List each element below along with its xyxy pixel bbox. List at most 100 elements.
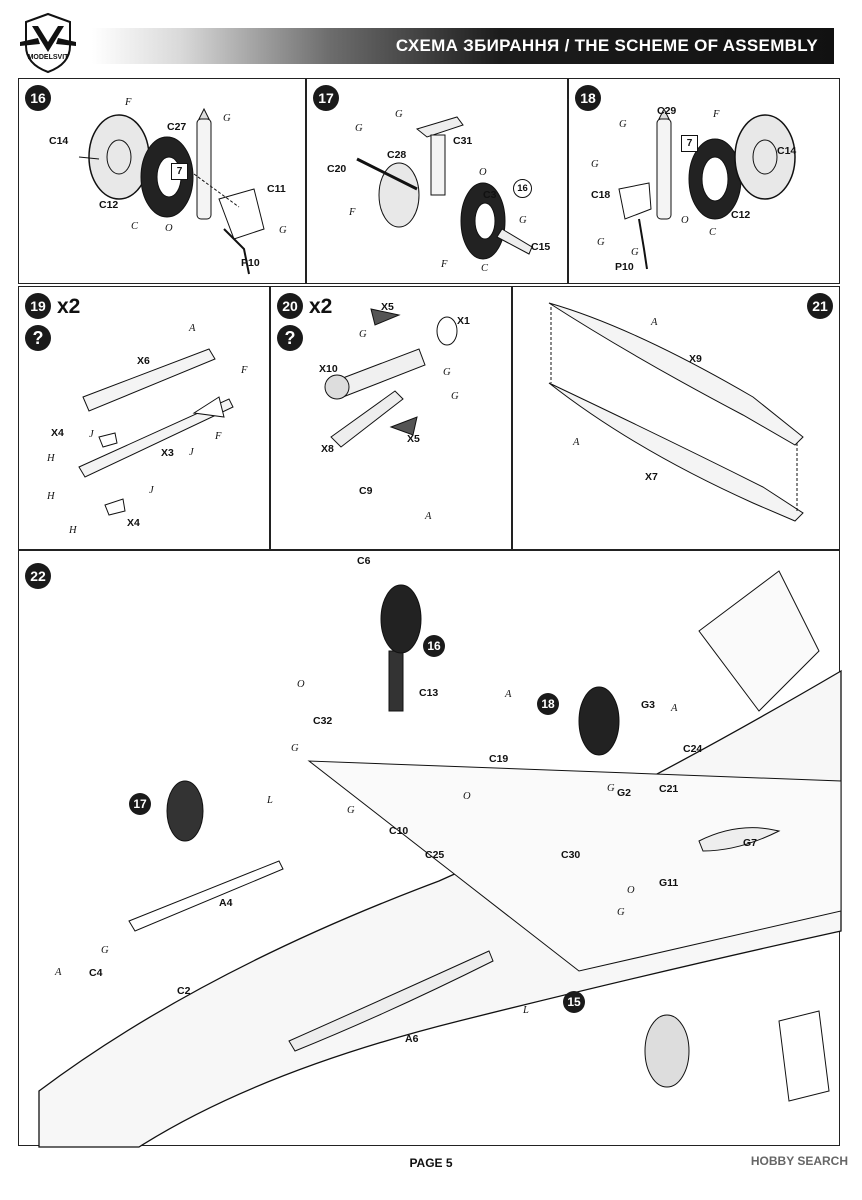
part-label: G7 bbox=[743, 837, 758, 849]
color-code: H bbox=[69, 525, 77, 536]
color-code: A bbox=[573, 437, 580, 448]
step-17-panel: 17 C31 C28 C20 C3 C15 G G O F F C G 16 bbox=[306, 78, 568, 284]
color-code: J bbox=[189, 447, 194, 458]
quantity-multiplier: x2 bbox=[57, 295, 81, 318]
step-21-drawing bbox=[548, 302, 804, 522]
page-number: PAGE 5 bbox=[409, 1156, 453, 1170]
part-label: C10 bbox=[389, 825, 409, 837]
color-code: G bbox=[607, 783, 615, 794]
part-label: X3 bbox=[161, 447, 174, 459]
part-label: C14 bbox=[777, 145, 797, 157]
color-code: O bbox=[479, 167, 487, 178]
color-code: O bbox=[297, 679, 305, 690]
part-label: C20 bbox=[327, 163, 347, 175]
reference-box: 7 bbox=[681, 135, 698, 152]
step-21-panel: 21 X9 X7 A A bbox=[512, 286, 840, 550]
color-code: A bbox=[671, 703, 678, 714]
color-code: G bbox=[355, 123, 363, 134]
color-code: G bbox=[279, 225, 287, 236]
step-17-drawing bbox=[356, 116, 533, 260]
question-icon: ? bbox=[25, 325, 51, 351]
color-code: F bbox=[241, 365, 248, 376]
part-label: C27 bbox=[167, 121, 187, 133]
color-code: G bbox=[443, 367, 451, 378]
color-code: O bbox=[627, 885, 635, 896]
step-18-drawing bbox=[618, 107, 796, 270]
color-code: G bbox=[291, 743, 299, 754]
color-code: G bbox=[451, 391, 459, 402]
color-code: A bbox=[189, 323, 196, 334]
part-label: A6 bbox=[405, 1033, 419, 1045]
part-label: C21 bbox=[659, 783, 679, 795]
color-code: F bbox=[441, 259, 448, 270]
part-label: C6 bbox=[357, 555, 371, 567]
color-code: G bbox=[631, 247, 639, 258]
color-code: F bbox=[349, 207, 356, 218]
color-code: C bbox=[481, 263, 489, 274]
step-number: 17 bbox=[313, 85, 339, 111]
page-title: СХЕМА ЗБИРАННЯ / THE SCHEME OF ASSEMBLY bbox=[395, 36, 818, 55]
part-label: C13 bbox=[419, 687, 439, 699]
part-label: X6 bbox=[137, 355, 150, 367]
part-label: A4 bbox=[219, 897, 233, 909]
part-label: C25 bbox=[425, 849, 445, 861]
step-number: 18 bbox=[575, 85, 601, 111]
part-label: X4 bbox=[51, 427, 64, 439]
step-number: 20 bbox=[277, 293, 303, 319]
reference-step: 18 bbox=[537, 693, 559, 715]
part-label: X10 bbox=[319, 363, 338, 375]
step-19-panel: 19 x2 ? X6 X4 X3 X4 A F J H F J H J H bbox=[18, 286, 270, 550]
part-label: C31 bbox=[453, 135, 473, 147]
part-label: X7 bbox=[645, 471, 658, 483]
part-label: C24 bbox=[683, 743, 703, 755]
part-label: X5 bbox=[381, 301, 394, 313]
part-label: C19 bbox=[489, 753, 509, 765]
part-label: C4 bbox=[89, 967, 103, 979]
color-code: O bbox=[463, 791, 471, 802]
color-code: J bbox=[149, 485, 154, 496]
color-code: G bbox=[101, 945, 109, 956]
part-label: X5 bbox=[407, 433, 420, 445]
watermark: HOBBY SEARCH bbox=[750, 1154, 848, 1168]
color-code: G bbox=[395, 109, 403, 120]
color-code: G bbox=[617, 907, 625, 918]
step-number: 22 bbox=[25, 563, 51, 589]
part-label: C15 bbox=[531, 241, 551, 253]
part-label: X8 bbox=[321, 443, 334, 455]
step-20-drawing bbox=[324, 308, 458, 448]
step-16-panel: 16 C14 C12 C27 C11 P10 F G C O G 7 bbox=[18, 78, 306, 284]
brand-name: MODELSVIT bbox=[27, 54, 69, 61]
part-label: C11 bbox=[267, 183, 286, 195]
part-label: P10 bbox=[615, 261, 634, 273]
step-20-panel: 20 x2 ? X5 X1 X10 X8 X5 G G G bbox=[270, 286, 512, 550]
step-22-drawing bbox=[38, 570, 842, 1148]
part-label: X1 bbox=[457, 315, 470, 327]
reference-circle: 16 bbox=[513, 179, 532, 198]
reference-step: 17 bbox=[129, 793, 151, 815]
part-label: C9 bbox=[359, 485, 373, 497]
color-code: F bbox=[713, 109, 720, 120]
step-19-drawing bbox=[78, 348, 234, 516]
part-label: X4 bbox=[127, 517, 140, 529]
part-label: P10 bbox=[241, 257, 260, 269]
step-number: 21 bbox=[807, 293, 833, 319]
color-code: A bbox=[425, 511, 432, 522]
step-22-panel: 22 C9 C6 C13 C32 C19 C10 C25 A4 C4 C2 A6… bbox=[18, 485, 842, 1148]
color-code: G bbox=[619, 119, 627, 130]
part-label: X9 bbox=[689, 353, 702, 365]
part-label: G3 bbox=[641, 699, 656, 711]
part-label: C32 bbox=[313, 715, 333, 727]
color-code: J bbox=[89, 429, 94, 440]
reference-step: 15 bbox=[563, 991, 585, 1013]
part-label: C12 bbox=[731, 209, 751, 221]
part-label: C12 bbox=[99, 199, 119, 211]
part-label: C28 bbox=[387, 149, 407, 161]
color-code: O bbox=[165, 223, 173, 234]
color-code: G bbox=[223, 113, 231, 124]
modelsvit-logo: MODELSVIT bbox=[18, 12, 78, 74]
color-code: F bbox=[125, 97, 132, 108]
reference-box: 7 bbox=[171, 163, 188, 180]
step-18-panel: 18 C29 C14 C18 C12 P10 G F G O G C G 7 bbox=[568, 78, 840, 284]
color-code: A bbox=[651, 317, 658, 328]
color-code: L bbox=[267, 795, 273, 806]
